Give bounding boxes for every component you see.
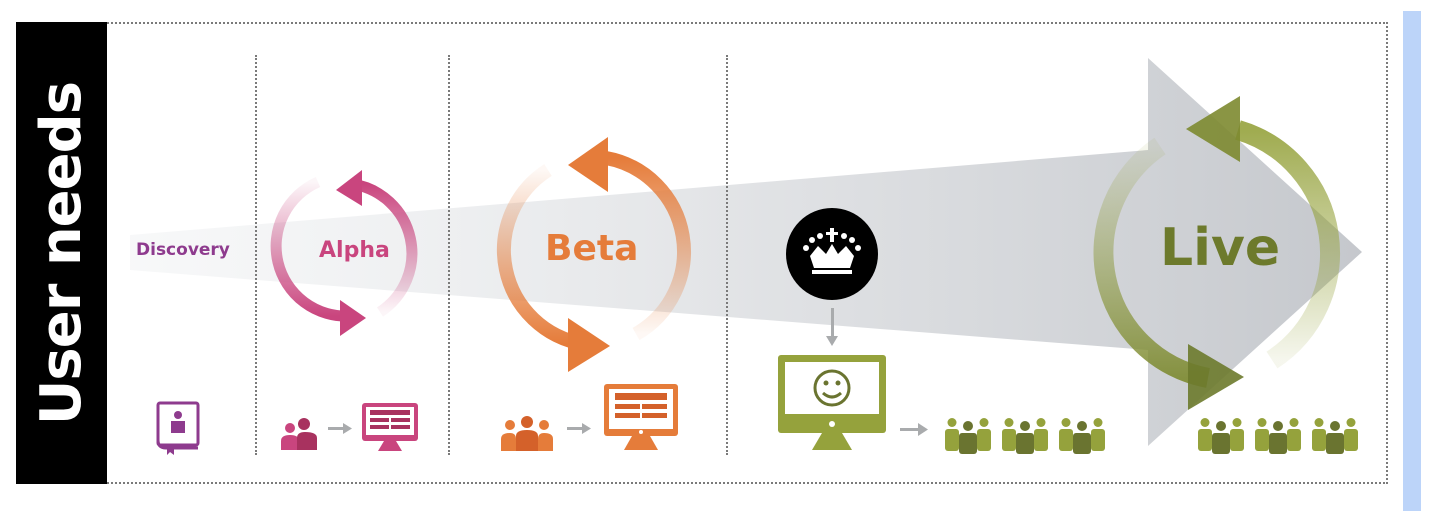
two-users-icon bbox=[281, 418, 317, 450]
side-banner bbox=[16, 22, 107, 484]
phase-label-beta: Beta bbox=[545, 228, 639, 269]
progression-arrow bbox=[130, 58, 1362, 446]
alpha-cycle-arrows bbox=[270, 170, 418, 336]
phase-label-discovery: Discovery bbox=[136, 240, 230, 260]
arrow-right-icon bbox=[328, 423, 352, 434]
monitor-smiley-icon bbox=[778, 355, 886, 450]
arrow-right-icon bbox=[567, 423, 591, 434]
arrow-right-icon bbox=[900, 423, 928, 436]
user-manual-icon bbox=[156, 401, 200, 455]
crown-logo-icon bbox=[786, 208, 878, 300]
monitor-layout-icon bbox=[362, 403, 418, 451]
three-users-icon bbox=[501, 416, 553, 451]
phase-divider bbox=[255, 55, 257, 455]
user-group-icon bbox=[945, 418, 1105, 454]
user-group-icon bbox=[1198, 418, 1358, 454]
arrow-down-icon bbox=[826, 308, 838, 346]
phase-label-live: Live bbox=[1160, 218, 1281, 278]
scroll-highlight-bar bbox=[1403, 11, 1421, 511]
side-title-text: User needs bbox=[29, 81, 94, 425]
phase-divider bbox=[448, 55, 450, 455]
phase-label-alpha: Alpha bbox=[319, 238, 390, 263]
monitor-layout-icon bbox=[604, 384, 678, 450]
live-cycle-arrows bbox=[1093, 96, 1340, 410]
phase-divider bbox=[726, 55, 728, 455]
beta-cycle-arrows bbox=[496, 137, 691, 372]
side-title: User needs bbox=[16, 22, 107, 484]
